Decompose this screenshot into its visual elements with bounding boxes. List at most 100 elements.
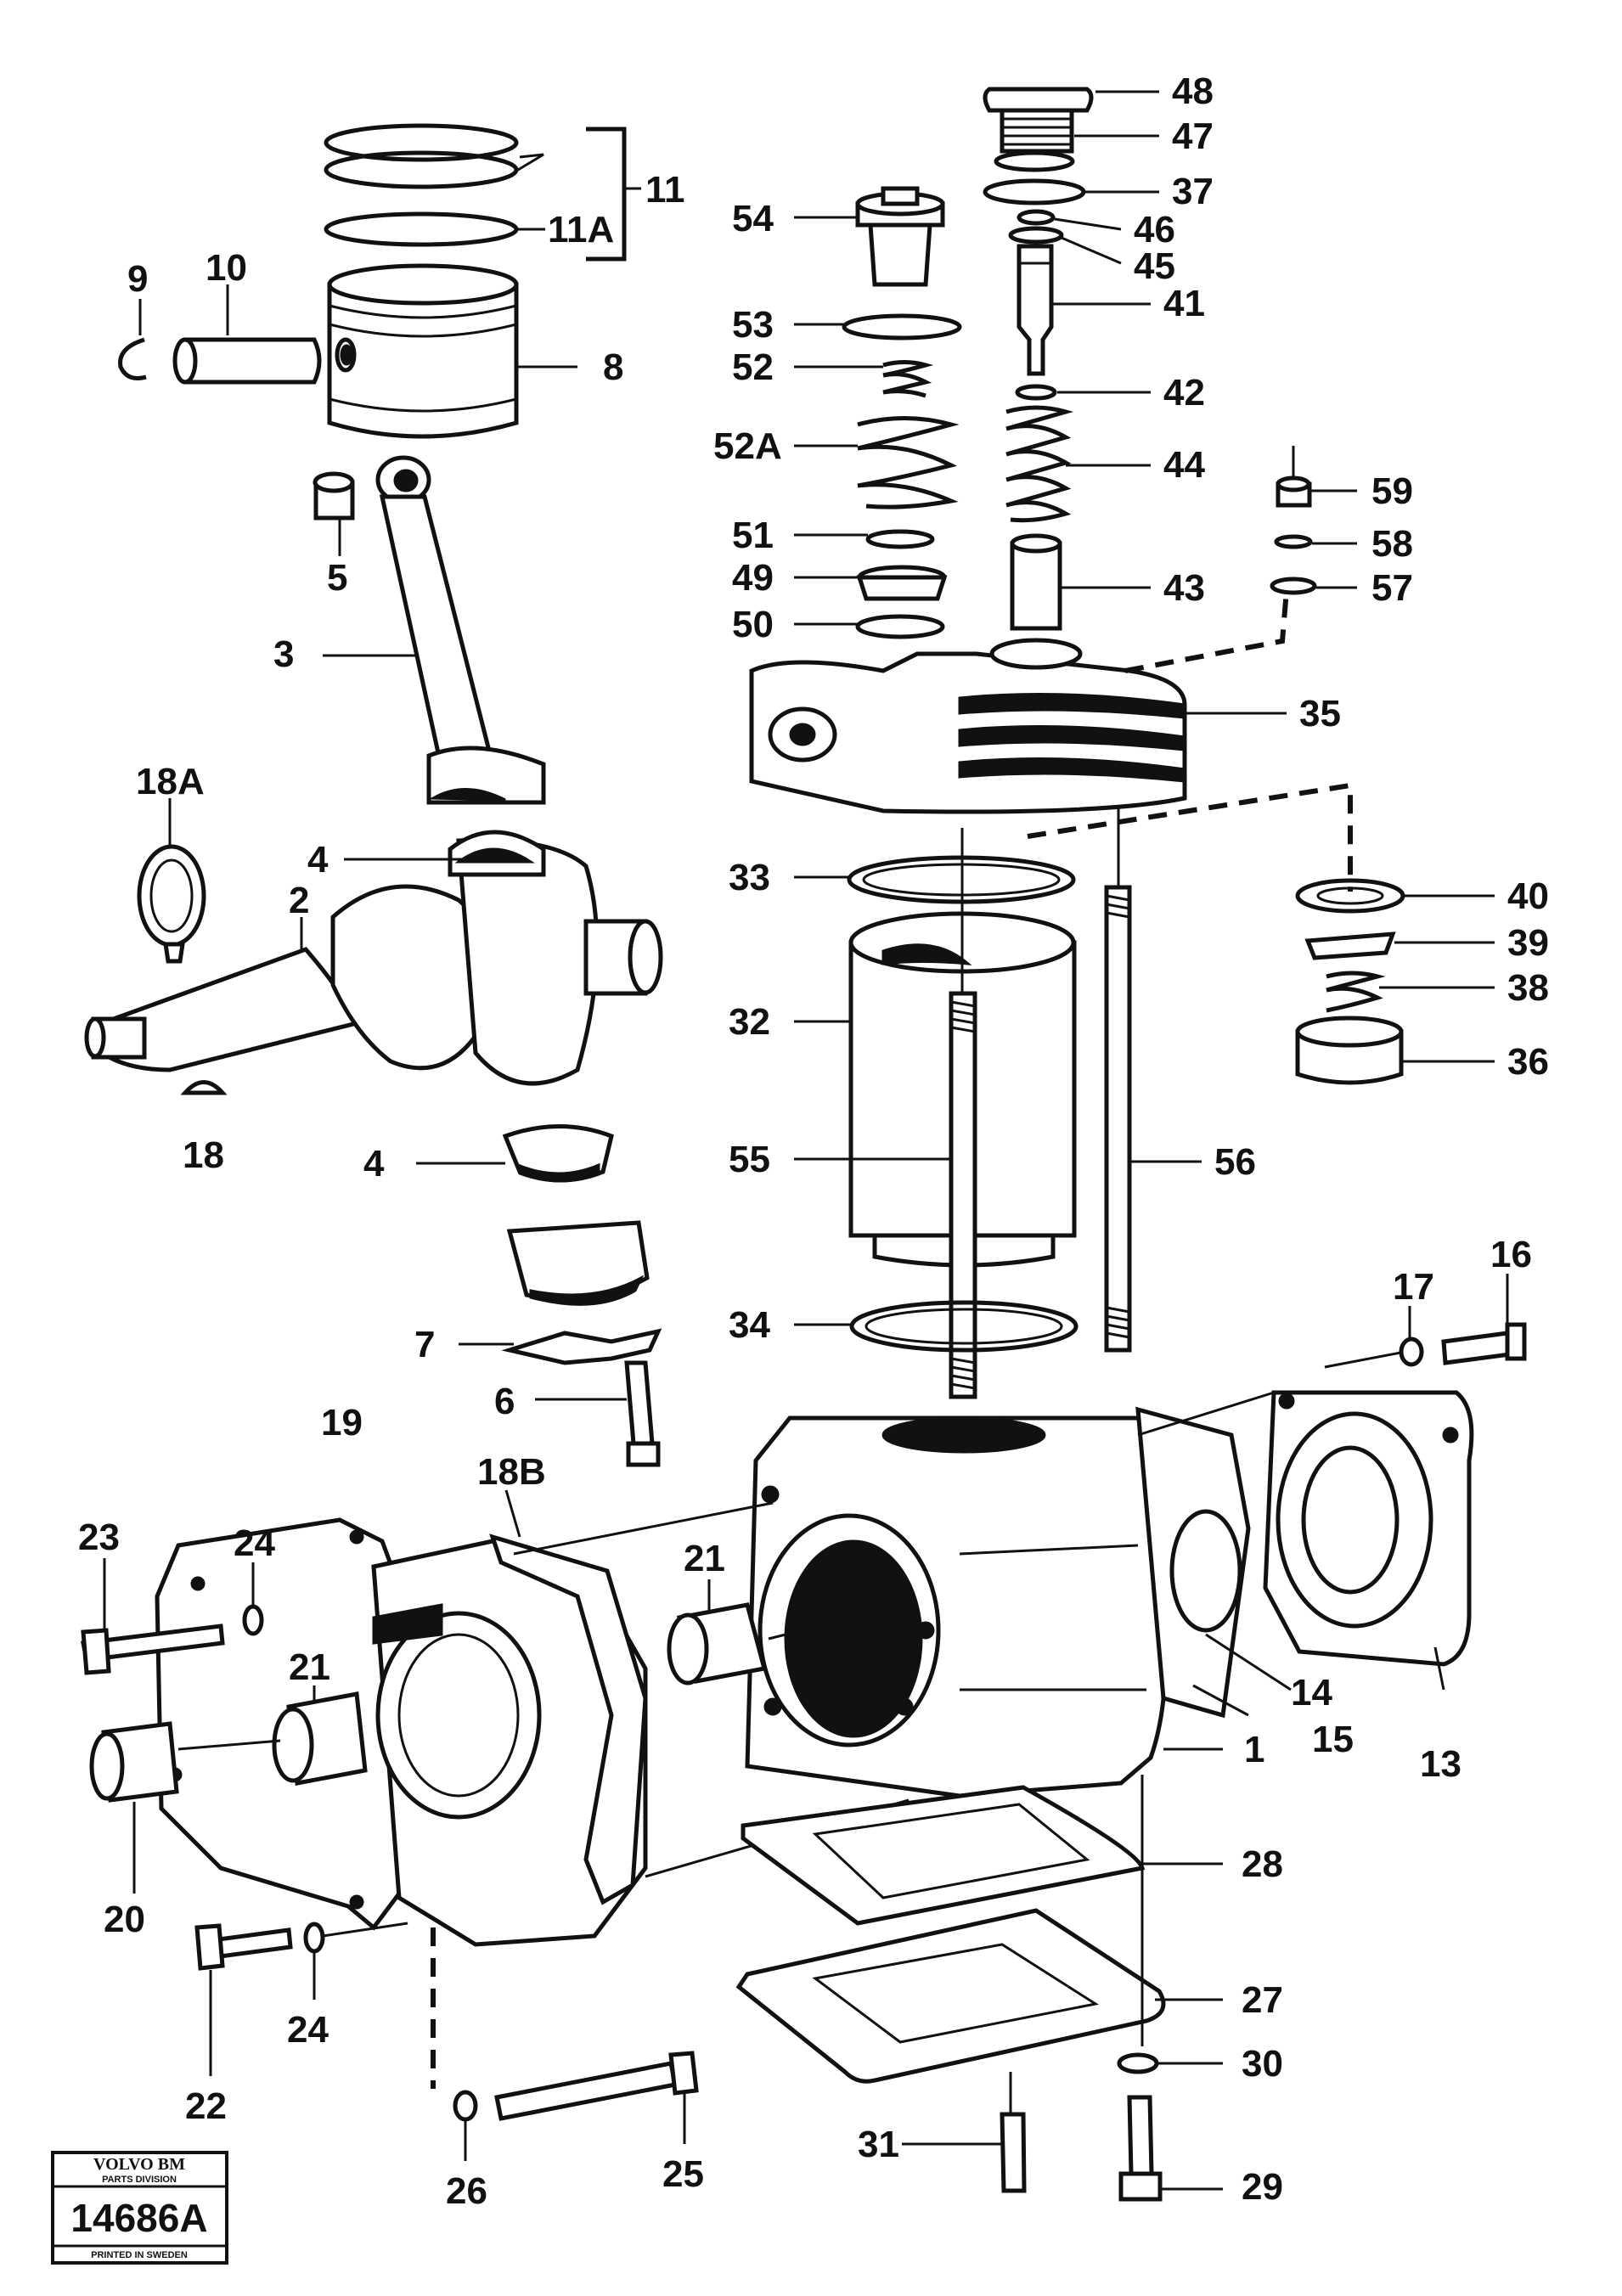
callout-5: 5 <box>327 557 347 599</box>
cylinder-head <box>749 638 1187 814</box>
callout-11: 11 <box>645 169 685 211</box>
callout-57: 57 <box>1371 567 1413 609</box>
spring-38 <box>1326 971 1386 1013</box>
woodruff-key <box>180 1080 228 1095</box>
callout-19: 19 <box>321 1402 363 1443</box>
bushing-20 <box>89 1721 179 1803</box>
front-housing <box>371 1539 648 1947</box>
callout-30: 30 <box>1242 2043 1283 2085</box>
callout-25: 25 <box>662 2153 704 2195</box>
bolt-22 <box>194 1923 293 1971</box>
washer-24-bottom <box>303 1922 325 1954</box>
valve-guide <box>1010 533 1062 631</box>
callout-17: 17 <box>1393 1266 1434 1308</box>
callout-8: 8 <box>603 346 623 388</box>
ring-bracket <box>586 127 627 262</box>
callout-4-lower: 4 <box>363 1143 385 1185</box>
main-bearing-shell-upper <box>448 830 546 877</box>
callout-18a: 18A <box>136 761 205 802</box>
washer-17 <box>1399 1337 1424 1367</box>
callout-32: 32 <box>729 1001 770 1043</box>
stud-31 <box>1000 2112 1027 2193</box>
cup-36 <box>1295 1016 1404 1085</box>
callout-49: 49 <box>732 557 774 599</box>
callout-53: 53 <box>732 304 774 346</box>
callout-6: 6 <box>494 1381 515 1422</box>
callout-24-bottom: 24 <box>287 2009 329 2051</box>
callout-47: 47 <box>1172 115 1214 157</box>
washer-45 <box>1008 226 1064 245</box>
thrust-washer <box>137 844 206 964</box>
valve-spring <box>1005 405 1074 523</box>
rear-cover-gasket <box>1135 1406 1251 1719</box>
brand-name: VOLVO BM <box>93 2155 185 2174</box>
callout-41: 41 <box>1163 283 1205 324</box>
stud-56 <box>1104 885 1132 1353</box>
piston-rings <box>324 123 544 247</box>
gasket-18b <box>489 1533 648 1905</box>
main-bearing-shell-lower <box>502 1124 614 1183</box>
callout-24-top: 24 <box>234 1522 275 1564</box>
valve-cap <box>983 87 1094 154</box>
callout-1: 1 <box>1244 1729 1264 1770</box>
callout-7: 7 <box>414 1324 435 1365</box>
callout-3: 3 <box>273 633 294 675</box>
callout-58: 58 <box>1371 523 1413 565</box>
callout-27: 27 <box>1242 1979 1283 2021</box>
callout-16: 16 <box>1490 1234 1532 1275</box>
title-block: VOLVO BM PARTS DIVISION 14686A PRINTED I… <box>51 2151 228 2265</box>
callout-23: 23 <box>78 1517 120 1558</box>
dashed-leader-40 <box>1027 782 1353 892</box>
callout-29: 29 <box>1242 2166 1283 2208</box>
callout-22: 22 <box>185 2085 227 2127</box>
stud-55 <box>949 991 977 1399</box>
washer-24-top <box>242 1604 264 1636</box>
callout-2: 2 <box>289 880 309 921</box>
cap-bolt <box>624 1360 661 1467</box>
valve-seat-49 <box>856 565 948 601</box>
spring-52 <box>882 360 934 398</box>
crankcase <box>745 1415 1169 1798</box>
callout-20: 20 <box>104 1899 145 1940</box>
gasket-28 <box>741 1785 1146 1926</box>
circlip <box>118 337 147 380</box>
locking-plate <box>501 1328 662 1365</box>
dashed-leader-35 <box>1124 589 1289 673</box>
piston-pin <box>172 337 322 385</box>
valve-stem <box>1017 244 1054 376</box>
division-label: PARTS DIVISION <box>102 2175 177 2185</box>
callout-50: 50 <box>732 604 774 645</box>
callout-26: 26 <box>446 2170 487 2212</box>
callout-15: 15 <box>1312 1719 1354 1760</box>
seal-ring-53 <box>842 313 962 340</box>
callout-44: 44 <box>1163 444 1205 486</box>
washer-30 <box>1117 2052 1159 2074</box>
washer-26 <box>453 2090 478 2122</box>
washer-57 <box>1270 577 1317 595</box>
callout-39: 39 <box>1507 922 1549 964</box>
callout-13: 13 <box>1420 1743 1461 1785</box>
connecting-rod <box>375 455 546 805</box>
callout-55: 55 <box>729 1139 770 1180</box>
drawing-number: 14686A <box>70 2196 207 2240</box>
rear-cover <box>1263 1390 1474 1667</box>
washer-46 <box>1017 209 1056 226</box>
small-end-bushing <box>313 471 355 521</box>
callout-31: 31 <box>858 2124 899 2165</box>
bolt-16 <box>1441 1322 1527 1365</box>
callout-37: 37 <box>1172 171 1214 212</box>
bolt-25 <box>494 2051 699 2121</box>
callout-21-cover: 21 <box>289 1646 330 1688</box>
callout-54: 54 <box>732 198 774 239</box>
callout-42: 42 <box>1163 372 1205 414</box>
callout-43: 43 <box>1163 567 1205 609</box>
seal-ring-47 <box>994 150 1075 172</box>
ring-40 <box>1295 878 1405 914</box>
callout-4-upper: 4 <box>307 839 329 881</box>
callout-18: 18 <box>183 1134 224 1176</box>
callout-48: 48 <box>1172 70 1214 112</box>
callout-59: 59 <box>1371 470 1413 512</box>
seal-ring-50 <box>855 614 945 639</box>
callout-21-case: 21 <box>684 1538 725 1579</box>
